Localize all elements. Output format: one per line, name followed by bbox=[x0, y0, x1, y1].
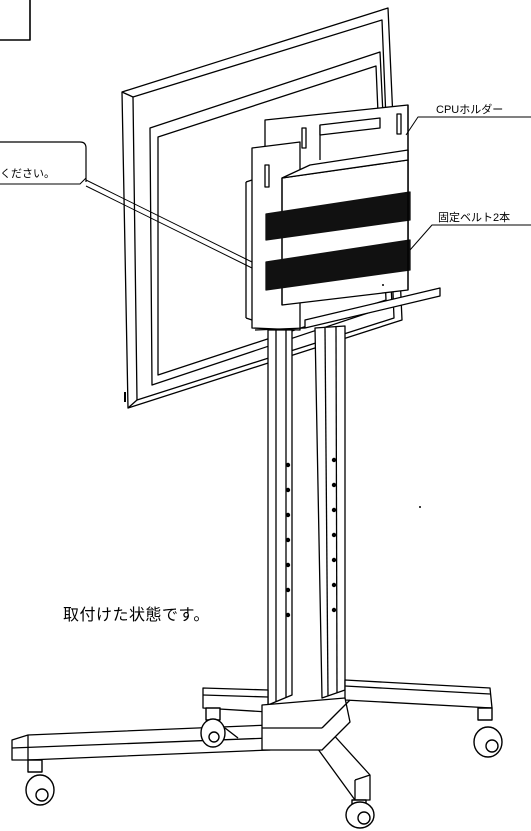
holder-shelf bbox=[304, 287, 441, 329]
stand-base bbox=[11, 679, 493, 801]
fixing-belt-label: 固定ベルト2本 bbox=[438, 212, 511, 224]
cpu-holder-label: CPUホルダー bbox=[436, 104, 504, 116]
caster bbox=[345, 799, 375, 829]
caster bbox=[200, 707, 239, 748]
belt-leader bbox=[409, 224, 531, 251]
fixing-belt bbox=[265, 191, 411, 241]
status-caption: 取付けた状態です。 bbox=[63, 605, 210, 624]
stand-pole bbox=[267, 325, 421, 706]
caster bbox=[473, 707, 503, 758]
cpu-holder-leader bbox=[405, 116, 531, 136]
leader-lines bbox=[0, 116, 531, 269]
left-callout-leader bbox=[0, 177, 87, 185]
adjustment-holes bbox=[285, 457, 421, 618]
caster bbox=[25, 759, 55, 806]
cpu-holder bbox=[245, 104, 441, 331]
frame-corner bbox=[0, 0, 31, 41]
left-callout-box bbox=[0, 141, 87, 182]
casters bbox=[25, 707, 503, 829]
fixing-belt bbox=[265, 239, 411, 291]
left-callout-text: ください。 bbox=[0, 168, 55, 180]
